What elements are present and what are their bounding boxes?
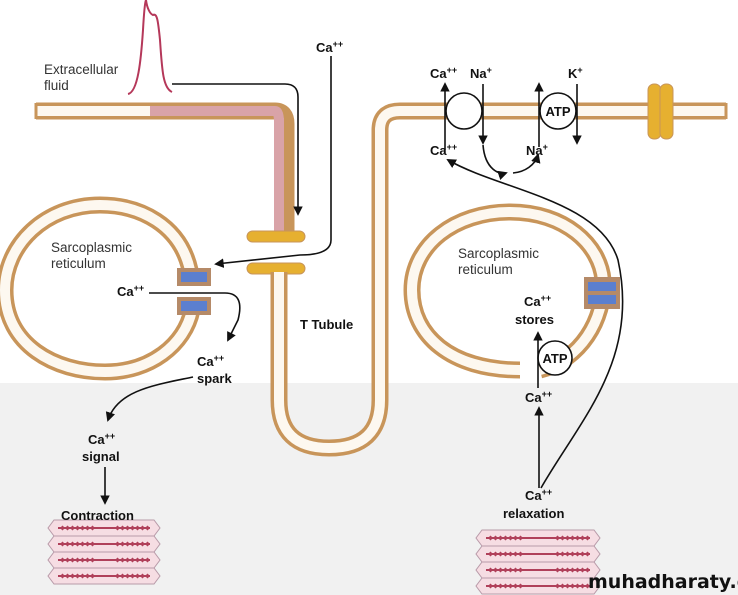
label-relaxation: relaxation xyxy=(503,506,564,521)
myofibril-row xyxy=(47,567,161,585)
myofibril-row xyxy=(475,561,601,579)
label-pump-atp: ATP xyxy=(545,104,570,119)
sarcoplasmic-reticulum-left xyxy=(0,196,211,381)
action-potential-waveform xyxy=(127,0,173,95)
label-contraction: Contraction xyxy=(61,508,134,523)
sodium-potassium-atpase xyxy=(534,82,582,147)
ryanodine-receptor-right xyxy=(584,277,620,309)
arrow-spark-to-signal xyxy=(105,376,194,422)
sarcomere-contraction xyxy=(47,519,161,585)
myofibril-row xyxy=(475,577,601,595)
arrow-relaxation-to-ncx xyxy=(446,159,624,489)
serca-pump xyxy=(533,331,573,388)
label-pump-na: Na+ xyxy=(526,142,548,158)
label-ncx-ca-out: Ca++ xyxy=(430,65,457,81)
sarcomere-relaxation xyxy=(475,529,601,595)
membrane-channel-right xyxy=(647,83,674,140)
label-stores-ca: Ca++ xyxy=(524,293,551,309)
t-tubule xyxy=(270,102,728,457)
watermark: muhadharaty.com xyxy=(588,571,738,593)
myofibril-row xyxy=(47,535,161,553)
arrow-ca-release xyxy=(149,292,241,342)
label-cyto-ca: Ca++ xyxy=(525,389,552,405)
label-sr-left: Sarcoplasmic reticulum xyxy=(51,240,136,271)
label-signal: signal xyxy=(82,449,120,464)
label-signal-ca: Ca++ xyxy=(88,431,115,447)
myofibril-row xyxy=(47,551,161,569)
label-stores: stores xyxy=(515,312,554,327)
label-ncx-ca-in: Ca++ xyxy=(430,142,457,158)
label-relax-ca: Ca++ xyxy=(525,487,552,503)
label-spark: spark xyxy=(197,371,232,386)
arrow-ca-influx xyxy=(214,56,332,268)
l-type-channel-top xyxy=(246,230,306,243)
myofibril-row xyxy=(475,545,601,563)
myofibril-row xyxy=(475,529,601,547)
label-serca-atp: ATP xyxy=(542,351,567,366)
label-spark-ca: Ca++ xyxy=(197,353,224,369)
label-t-tubule: T Tubule xyxy=(300,317,353,332)
arrow-depolarization xyxy=(172,83,303,216)
label-ca-entry: Ca++ xyxy=(316,39,343,55)
sodium-calcium-exchanger xyxy=(440,82,488,150)
label-sr-right: Sarcoplasmic reticulum xyxy=(458,246,543,277)
sarcoplasmic-reticulum-right xyxy=(403,203,620,379)
label-ncx-na-in: Na+ xyxy=(470,65,492,81)
sarcolemma-left xyxy=(34,102,295,234)
na-recycle-arrow xyxy=(482,144,508,180)
label-pump-k: K+ xyxy=(568,65,583,81)
label-extracellular-fluid: Extracellular fluid xyxy=(44,62,122,93)
label-sr-left-ca: Ca++ xyxy=(117,283,144,299)
